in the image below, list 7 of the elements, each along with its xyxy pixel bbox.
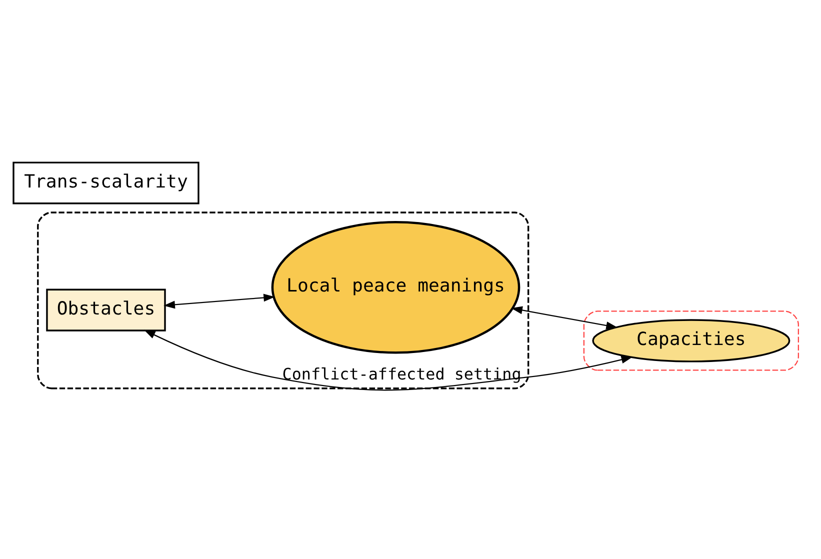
arrow — [511, 306, 618, 329]
node-box: Trans-scalarity — [12, 161, 200, 204]
node-box: Obstacles — [46, 288, 166, 331]
node-ellipse: Local peace meanings — [271, 220, 520, 354]
arrow — [144, 329, 633, 390]
cluster — [583, 310, 799, 370]
arrow — [164, 293, 276, 308]
